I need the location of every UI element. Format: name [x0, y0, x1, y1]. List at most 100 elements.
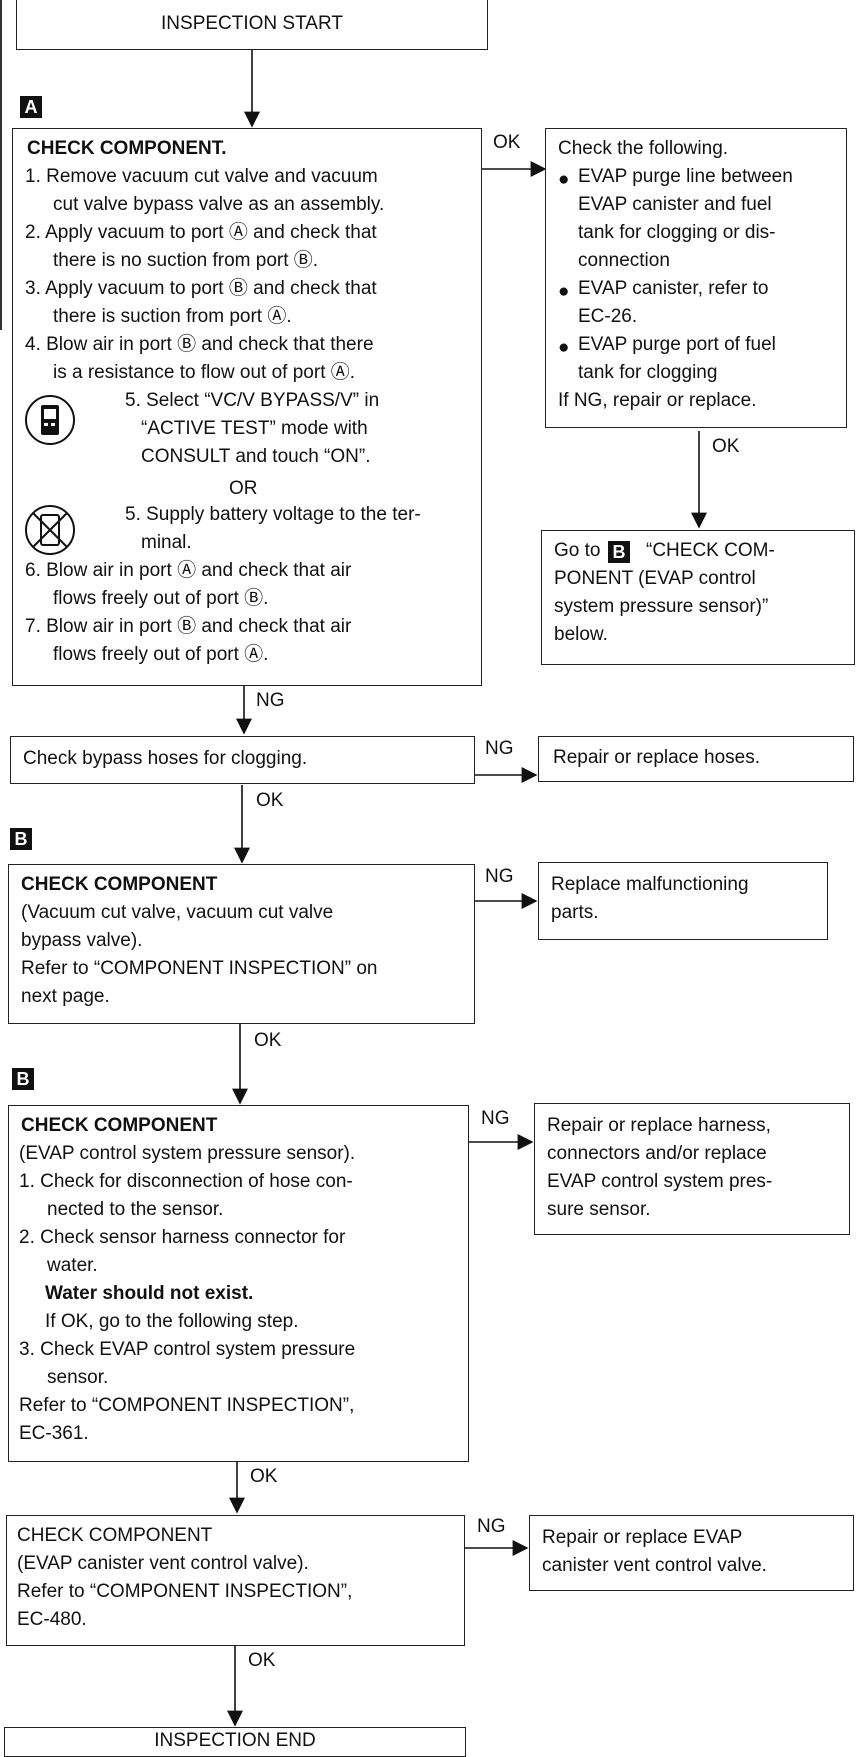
marker-b: B — [10, 828, 32, 850]
step-a-line: there is suction from port Ⓐ. — [53, 306, 292, 327]
step-a-line: 3. Apply vacuum to port Ⓑ and check that — [25, 278, 377, 299]
check-following-line: EVAP canister, refer to — [578, 278, 769, 299]
step-a-line: there is no suction from port Ⓑ. — [53, 250, 319, 271]
bypass-label: Check bypass hoses for clogging. — [23, 748, 308, 769]
check-following-line: EVAP canister and fuel — [578, 194, 772, 215]
step-b1-line: bypass valve). — [21, 930, 143, 951]
repair-harness-line: EVAP control system pres- — [547, 1171, 773, 1192]
check-following-line: EVAP purge line between — [578, 166, 793, 187]
step-b2-line: (EVAP control system pressure sensor). — [19, 1143, 356, 1164]
step-b2-line: Water should not exist. — [45, 1283, 254, 1304]
check-following-line: tank for clogging or dis- — [578, 222, 776, 243]
repair-vent-line: canister vent control valve. — [542, 1555, 767, 1576]
step-a-title: CHECK COMPONENT. — [27, 138, 227, 159]
step-a-line: 2. Apply vacuum to port Ⓐ and check that — [25, 222, 377, 243]
step-b2-line: 3. Check EVAP control system pressure — [19, 1339, 356, 1360]
consult-icon — [25, 395, 75, 445]
step-b2-line: 2. Check sensor harness connector for — [19, 1227, 346, 1248]
step-a-line: 5. Select “VC/V BYPASS/V” in — [125, 390, 380, 411]
repair-hoses-box: Repair or replace hoses. — [538, 736, 854, 782]
bullet-icon: ● — [558, 169, 570, 190]
step-b2-line: water. — [47, 1255, 98, 1276]
step-b2-line: EC-361. — [19, 1423, 89, 1444]
inspection-end-box: INSPECTION END — [4, 1727, 466, 1757]
marker-b-2: B — [12, 1068, 34, 1090]
inspection-start-label: INSPECTION START — [161, 13, 343, 34]
step-a-line: “ACTIVE TEST” mode with — [141, 418, 368, 439]
repair-harness-line: Repair or replace harness, — [547, 1115, 771, 1136]
vent-step-line: CHECK COMPONENT — [17, 1525, 213, 1546]
step-b1-line: (Vacuum cut valve, vacuum cut valve — [21, 902, 334, 923]
check-following-line: EVAP purge port of fuel — [578, 334, 776, 355]
ok-label-b1: OK — [254, 1030, 282, 1051]
inspection-end-label: INSPECTION END — [154, 1730, 316, 1751]
vent-step-line: Refer to “COMPONENT INSPECTION”, — [17, 1581, 353, 1602]
ok-label-vent: OK — [248, 1650, 276, 1671]
step-b2-title: CHECK COMPONENT — [21, 1115, 218, 1136]
check-following-line: tank for clogging — [578, 362, 718, 383]
goto-line: “CHECK COM- — [646, 540, 775, 561]
replace-parts-line: parts. — [551, 902, 599, 923]
check-following-line: connection — [578, 250, 670, 271]
step-b2-line: If OK, go to the following step. — [45, 1311, 299, 1332]
ng-label-b2: NG — [481, 1108, 510, 1129]
ng-label-bypass: NG — [485, 738, 514, 759]
check-following-line: If NG, repair or replace. — [558, 390, 757, 411]
or-label: OR — [223, 475, 264, 503]
ok-label-bypass: OK — [256, 790, 284, 811]
check-following-line: EC-26. — [578, 306, 638, 327]
step-a-line: minal. — [141, 532, 192, 553]
repair-harness-line: sure sensor. — [547, 1199, 651, 1220]
ok-label-a: OK — [493, 132, 521, 153]
ng-label-a: NG — [256, 690, 285, 711]
step-a-line: cut valve bypass valve as an assembly. — [53, 194, 385, 215]
step-b2-line: nected to the sensor. — [47, 1199, 224, 1220]
step-a-line: CONSULT and touch “ON”. — [141, 446, 371, 467]
replace-parts-box: Replace malfunctioning parts. — [538, 862, 828, 940]
step-a-line: 4. Blow air in port Ⓑ and check that the… — [25, 334, 374, 355]
step-a-line: 6. Blow air in port Ⓐ and check that air — [25, 560, 352, 581]
replace-parts-line: Replace malfunctioning — [551, 874, 749, 895]
step-a-line: flows freely out of port Ⓐ. — [53, 644, 269, 665]
step-b2-box: CHECK COMPONENT (EVAP control system pre… — [8, 1105, 469, 1462]
step-a-line: 5. Supply battery voltage to the ter- — [125, 504, 421, 525]
goto-line: PONENT (EVAP control — [554, 568, 756, 589]
repair-vent-box: Repair or replace EVAP canister vent con… — [529, 1515, 854, 1591]
check-following-box: Check the following. ● EVAP purge line b… — [545, 128, 847, 428]
step-a-line: 7. Blow air in port Ⓑ and check that air — [25, 616, 352, 637]
bullet-icon: ● — [558, 281, 570, 302]
repair-harness-box: Repair or replace harness, connectors an… — [534, 1103, 850, 1235]
repair-vent-line: Repair or replace EVAP — [542, 1527, 743, 1548]
left-margin-bar — [0, 0, 2, 330]
repair-harness-line: connectors and/or replace — [547, 1143, 767, 1164]
ok-label-b2: OK — [250, 1466, 278, 1487]
ng-label-vent: NG — [477, 1516, 506, 1537]
step-a-line: is a resistance to flow out of port Ⓐ. — [53, 362, 356, 383]
step-b1-title: CHECK COMPONENT — [21, 874, 218, 895]
marker-b-inline: B — [608, 541, 630, 563]
step-b1-line: next page. — [21, 986, 110, 1007]
vent-step-line: EC-480. — [17, 1609, 87, 1630]
goto-pre: Go to — [554, 540, 601, 561]
inspection-start-box: INSPECTION START — [16, 0, 488, 50]
bypass-box: Check bypass hoses for clogging. — [10, 736, 475, 784]
vent-step-box: CHECK COMPONENT (EVAP canister vent cont… — [6, 1515, 465, 1646]
ok-label-check: OK — [712, 436, 740, 457]
step-b1-line: Refer to “COMPONENT INSPECTION” on — [21, 958, 378, 979]
repair-hoses-label: Repair or replace hoses. — [553, 747, 760, 768]
goto-line: below. — [554, 624, 608, 645]
step-b1-box: CHECK COMPONENT (Vacuum cut valve, vacuu… — [8, 864, 475, 1024]
bullet-icon: ● — [558, 337, 570, 358]
step-b2-line: 1. Check for disconnection of hose con- — [19, 1171, 353, 1192]
step-a-box: CHECK COMPONENT. 1. Remove vacuum cut va… — [12, 128, 482, 686]
goto-line: system pressure sensor)” — [554, 596, 769, 617]
step-b2-line: Refer to “COMPONENT INSPECTION”, — [19, 1395, 355, 1416]
step-a-line: 1. Remove vacuum cut valve and vacuum — [25, 166, 378, 187]
step-b2-line: sensor. — [47, 1367, 109, 1388]
no-consult-icon — [25, 505, 75, 555]
vent-step-line: (EVAP canister vent control valve). — [17, 1553, 309, 1574]
check-following-intro: Check the following. — [558, 138, 729, 159]
marker-a: A — [20, 96, 42, 118]
ng-label-b1: NG — [485, 866, 514, 887]
step-a-line: flows freely out of port Ⓑ. — [53, 588, 269, 609]
